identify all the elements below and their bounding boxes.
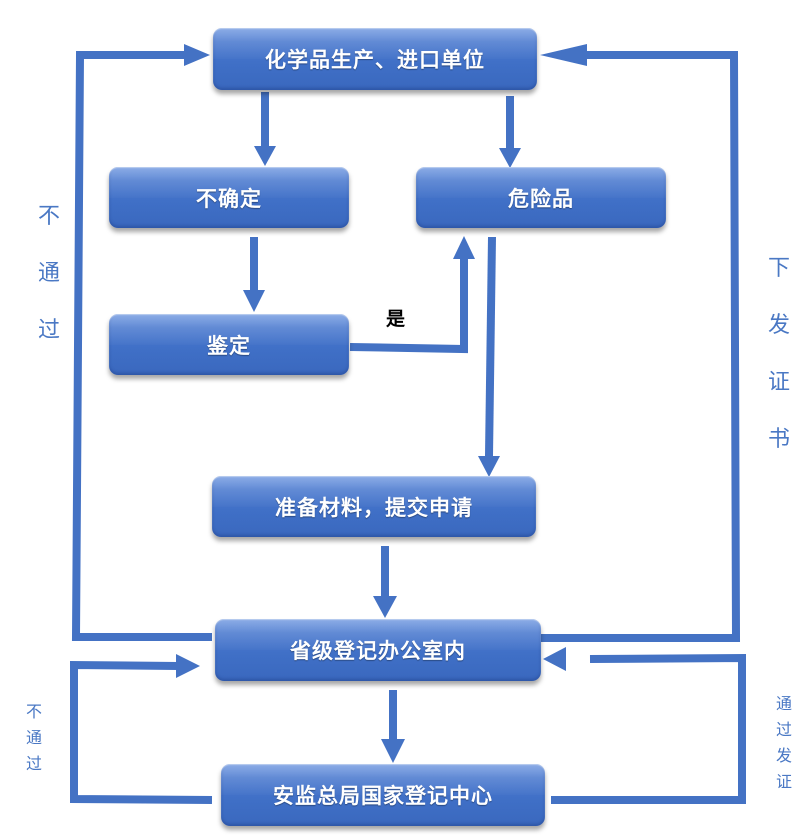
node-producer-label: 化学品生产、进口单位 — [265, 48, 485, 72]
label-char: 发 — [768, 313, 791, 338]
label-char: 不 — [38, 204, 61, 229]
pass-certificate-label: 通 过 发 证 — [776, 690, 792, 794]
node-hazardous-label: 危险品 — [508, 186, 574, 211]
node-national-label: 安监总局国家登记中心 — [273, 784, 493, 808]
arrow-identify-to-hazardous — [349, 255, 468, 354]
arrow-national-fail-to-provincial — [70, 660, 213, 804]
label-char: 通 — [776, 694, 793, 713]
label-char: 通 — [38, 261, 61, 286]
label-char: 证 — [776, 772, 793, 791]
arrowhead — [453, 236, 475, 259]
arrowhead — [243, 290, 265, 312]
node-provincial-label: 省级登记办公室内 — [290, 639, 466, 663]
node-uncertain-label: 不确定 — [196, 186, 262, 211]
arrowhead — [373, 596, 397, 618]
arrowhead — [184, 44, 210, 66]
label-char: 书 — [768, 427, 791, 452]
issue-certificate-label: 下 发 证 书 — [768, 250, 790, 478]
label-char: 不 — [26, 702, 43, 721]
node-hazardous: 危险品 — [416, 167, 666, 228]
node-provincial: 省级登记办公室内 — [215, 619, 541, 681]
fail-bottom-label: 不 通 过 — [26, 698, 42, 776]
node-national: 安监总局国家登记中心 — [221, 764, 545, 826]
arrow-provincial-fail-to-producer — [71, 51, 212, 641]
arrowhead — [540, 44, 587, 66]
node-producer: 化学品生产、进口单位 — [213, 28, 537, 90]
arrowhead — [499, 148, 521, 168]
arrow-provincial-cert-to-producer — [540, 51, 741, 642]
node-identify-label: 鉴定 — [207, 333, 251, 358]
arrowhead — [254, 146, 276, 166]
arrowhead — [478, 456, 500, 477]
fail-top-label: 不 通 过 — [38, 198, 60, 369]
arrow-hazardous-to-prepare — [485, 236, 496, 457]
label-char: 发 — [776, 746, 793, 765]
node-identify: 鉴定 — [109, 314, 349, 375]
arrow-national-pass-to-provincial — [551, 653, 746, 804]
label-char: 证 — [768, 370, 791, 395]
yes-label: 是 — [386, 308, 406, 330]
label-char: 下 — [768, 256, 791, 281]
node-prepare-label: 准备材料，提交申请 — [275, 495, 473, 520]
arrowhead — [543, 647, 566, 671]
arrowhead — [381, 739, 405, 763]
node-prepare: 准备材料，提交申请 — [212, 476, 536, 537]
arrowhead — [176, 654, 200, 678]
label-char: 过 — [26, 754, 43, 773]
label-char: 通 — [26, 728, 43, 747]
label-char: 过 — [38, 318, 61, 343]
label-char: 过 — [776, 720, 793, 739]
node-uncertain: 不确定 — [109, 167, 349, 228]
